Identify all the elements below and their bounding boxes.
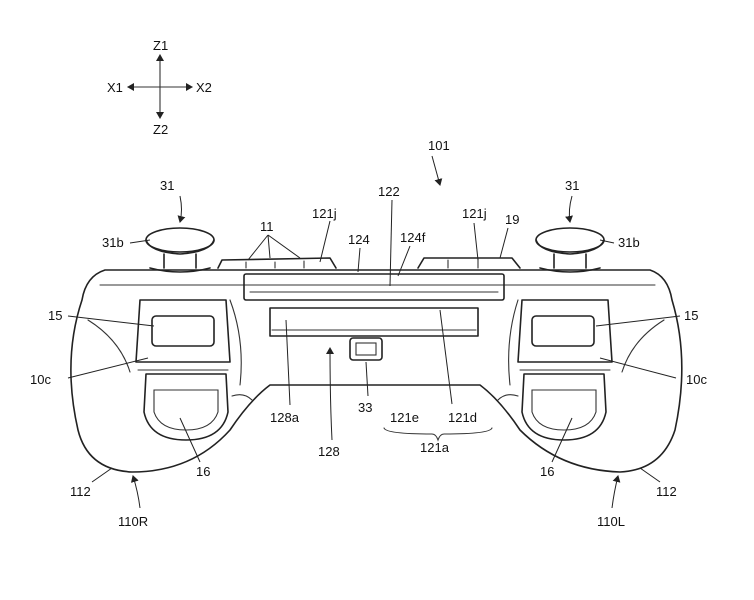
axis-x1-label: X1 xyxy=(107,80,123,95)
left-thumbstick xyxy=(145,227,215,273)
label-101: 101 xyxy=(428,138,450,153)
label-124: 124 xyxy=(348,232,370,247)
connector-port xyxy=(349,337,383,361)
label-19: 19 xyxy=(505,212,519,227)
label-121d: 121d xyxy=(448,410,477,425)
label-15-left: 15 xyxy=(48,308,62,323)
right-thumbstick xyxy=(535,227,605,273)
label-31-right: 31 xyxy=(565,178,579,193)
body-outline xyxy=(70,269,683,473)
label-124f: 124f xyxy=(400,230,426,245)
label-112-right: 112 xyxy=(656,484,677,499)
axis-x2-label: X2 xyxy=(196,80,212,95)
rear-panel xyxy=(269,307,479,337)
label-10c-right: 10c xyxy=(686,372,707,387)
label-33: 33 xyxy=(358,400,372,415)
label-31-left: 31 xyxy=(160,178,174,193)
label-128a: 128a xyxy=(270,410,300,425)
label-121e: 121e xyxy=(390,410,419,425)
label-110R: 110R xyxy=(118,514,148,529)
label-31b-right: 31b xyxy=(618,235,640,250)
label-10c-left: 10c xyxy=(30,372,51,387)
top-buttons-left xyxy=(217,257,337,269)
label-16-right: 16 xyxy=(540,464,554,479)
axis-z1-label: Z1 xyxy=(153,38,168,53)
label-122: 122 xyxy=(378,184,400,199)
label-112-left: 112 xyxy=(70,484,91,499)
touch-pad xyxy=(243,273,505,301)
label-128: 128 xyxy=(318,444,340,459)
reference-labels: 101 122 31 31 31b 31b 11 121j 121j 124 1… xyxy=(30,138,707,529)
label-16-left: 16 xyxy=(196,464,210,479)
right-shoulder-buttons xyxy=(517,299,613,441)
label-31b-left: 31b xyxy=(102,235,124,250)
label-121j-right: 121j xyxy=(462,206,487,221)
label-121j-left: 121j xyxy=(312,206,337,221)
top-buttons-right xyxy=(417,257,521,269)
label-11: 11 xyxy=(260,219,274,234)
label-121a: 121a xyxy=(420,440,450,455)
leader-lines xyxy=(67,155,681,509)
controller-outline xyxy=(70,227,683,473)
axis-indicator: Z1 Z2 X1 X2 xyxy=(107,38,212,137)
label-15-right: 15 xyxy=(684,308,698,323)
axis-z2-label: Z2 xyxy=(153,122,168,137)
left-shoulder-buttons xyxy=(135,299,231,441)
label-110L: 110L xyxy=(597,514,625,529)
